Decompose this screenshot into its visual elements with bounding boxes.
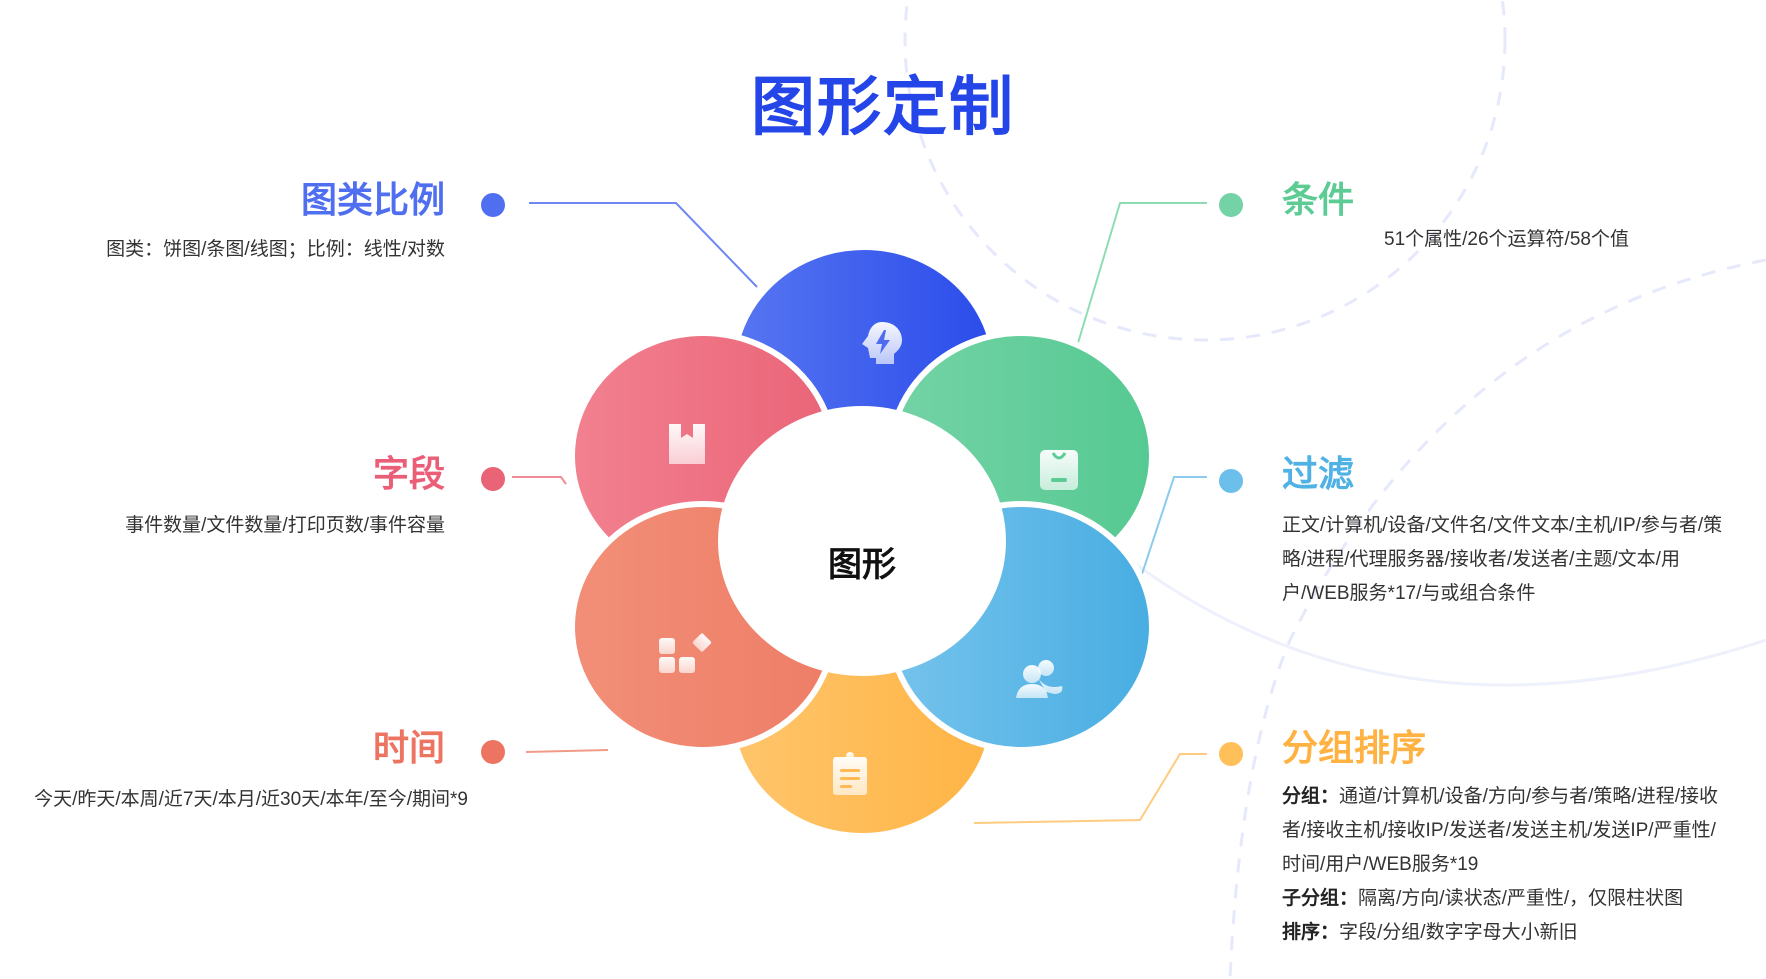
connector-field xyxy=(512,476,567,485)
subgroup-line: 子分组：隔离/方向/读状态/严重性/，仅限柱状图 xyxy=(1282,888,1684,909)
desc-filter: 正文/计算机/设备/文件名/文件文本/主机/IP/参与者/策略/进程/代理服务器… xyxy=(1282,515,1723,604)
heading-condition: 条件 xyxy=(1282,179,1355,220)
heading-field: 字段 xyxy=(372,453,445,494)
users-icon xyxy=(1016,660,1063,698)
clipboard-icon xyxy=(833,752,867,795)
desc-field: 事件数量/文件数量/打印页数/事件容量 xyxy=(125,515,445,536)
brain-lightning-icon xyxy=(862,322,902,364)
page-title: 图形定制 xyxy=(751,71,1015,143)
connector-condition xyxy=(1077,202,1207,344)
connectors xyxy=(512,202,1207,824)
dot-filter xyxy=(1219,469,1243,493)
connector-chart-type xyxy=(529,202,758,288)
dot-condition xyxy=(1219,193,1243,217)
dot-field xyxy=(481,467,505,491)
group-line: 分组：通道/计算机/设备/方向/参与者/策略/进程/接收者/接收主机/接收IP/… xyxy=(1282,786,1718,875)
bookmark-book-icon xyxy=(669,424,705,464)
heading-chart-type: 图类比例 xyxy=(300,179,445,220)
dot-chart-type xyxy=(481,193,505,217)
heading-time: 时间 xyxy=(372,727,445,768)
heading-filter: 过滤 xyxy=(1282,453,1355,494)
apps-icon xyxy=(659,633,712,673)
connector-time xyxy=(525,749,609,753)
desc-time: 今天/昨天/本周/近7天/本月/近30天/本年/至今/期间*9 xyxy=(34,789,468,810)
bag-icon xyxy=(1040,450,1078,490)
connector-filter xyxy=(1139,476,1207,581)
desc-condition: 51个属性/26个运算符/58个值 xyxy=(1384,229,1629,250)
center-label: 图形 xyxy=(828,546,896,584)
desc-chart-type: 图类：饼图/条图/线图；比例：线性/对数 xyxy=(106,239,445,260)
desc-group-sort: 分组：通道/计算机/设备/方向/参与者/策略/进程/接收者/接收主机/接收IP/… xyxy=(1282,780,1732,950)
dot-group-sort xyxy=(1219,742,1243,766)
center-circle xyxy=(718,406,1006,676)
connector-group-sort xyxy=(973,753,1207,824)
dot-time xyxy=(481,740,505,764)
heading-group-sort: 分组排序 xyxy=(1282,727,1427,768)
sort-line: 排序：字段/分组/数字字母大小新旧 xyxy=(1282,922,1578,943)
background-decoration xyxy=(903,0,1766,979)
